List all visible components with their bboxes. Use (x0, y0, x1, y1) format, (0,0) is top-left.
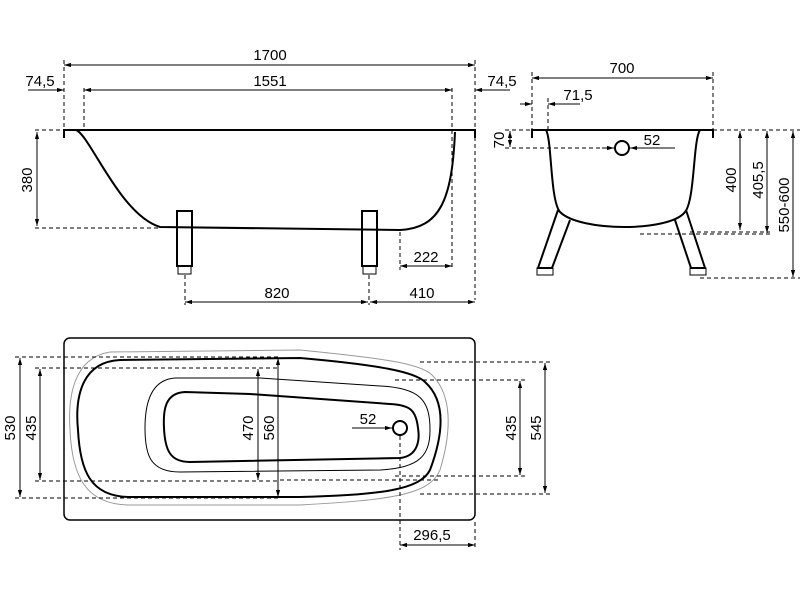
plan-view: 530 435 470 560 52 435 545 296,5 (2, 337, 550, 550)
dim-depth: 380 (19, 167, 36, 192)
dim-bottom-width: 470 (240, 415, 257, 440)
dim-overflow-height: 70 (491, 132, 508, 149)
dim-plan-drain-offset: 296,5 (413, 527, 451, 544)
dim-leg-spacing: 820 (264, 285, 289, 302)
dim-overflow-diameter: 52 (644, 132, 661, 149)
dim-top-width: 560 (261, 415, 278, 440)
dim-inner-length: 1551 (253, 73, 286, 90)
dim-drain-diameter: 52 (360, 411, 377, 428)
dim-height-drain: 405,5 (750, 161, 767, 199)
end-view: 700 71,5 70 52 400 405,5 550-600 (491, 60, 800, 279)
dim-leg-end: 410 (409, 285, 434, 302)
dim-length: 1700 (253, 47, 286, 64)
dim-rim: 71,5 (563, 87, 592, 104)
dim-total-height: 550-600 (776, 177, 793, 232)
dim-rim-left: 74,5 (25, 73, 54, 90)
dim-width: 700 (609, 60, 634, 77)
side-view: 1700 1551 74,5 74,5 380 222 820 410 (19, 47, 517, 305)
dim-outer-width-right: 545 (528, 415, 545, 440)
dim-height: 400 (723, 167, 740, 192)
dim-drain-offset: 222 (413, 249, 438, 266)
dim-inner-width-right: 435 (503, 415, 520, 440)
dim-inner-width-left: 435 (23, 415, 40, 440)
dim-outer-width: 530 (2, 415, 19, 440)
dim-rim-right: 74,5 (487, 73, 516, 90)
